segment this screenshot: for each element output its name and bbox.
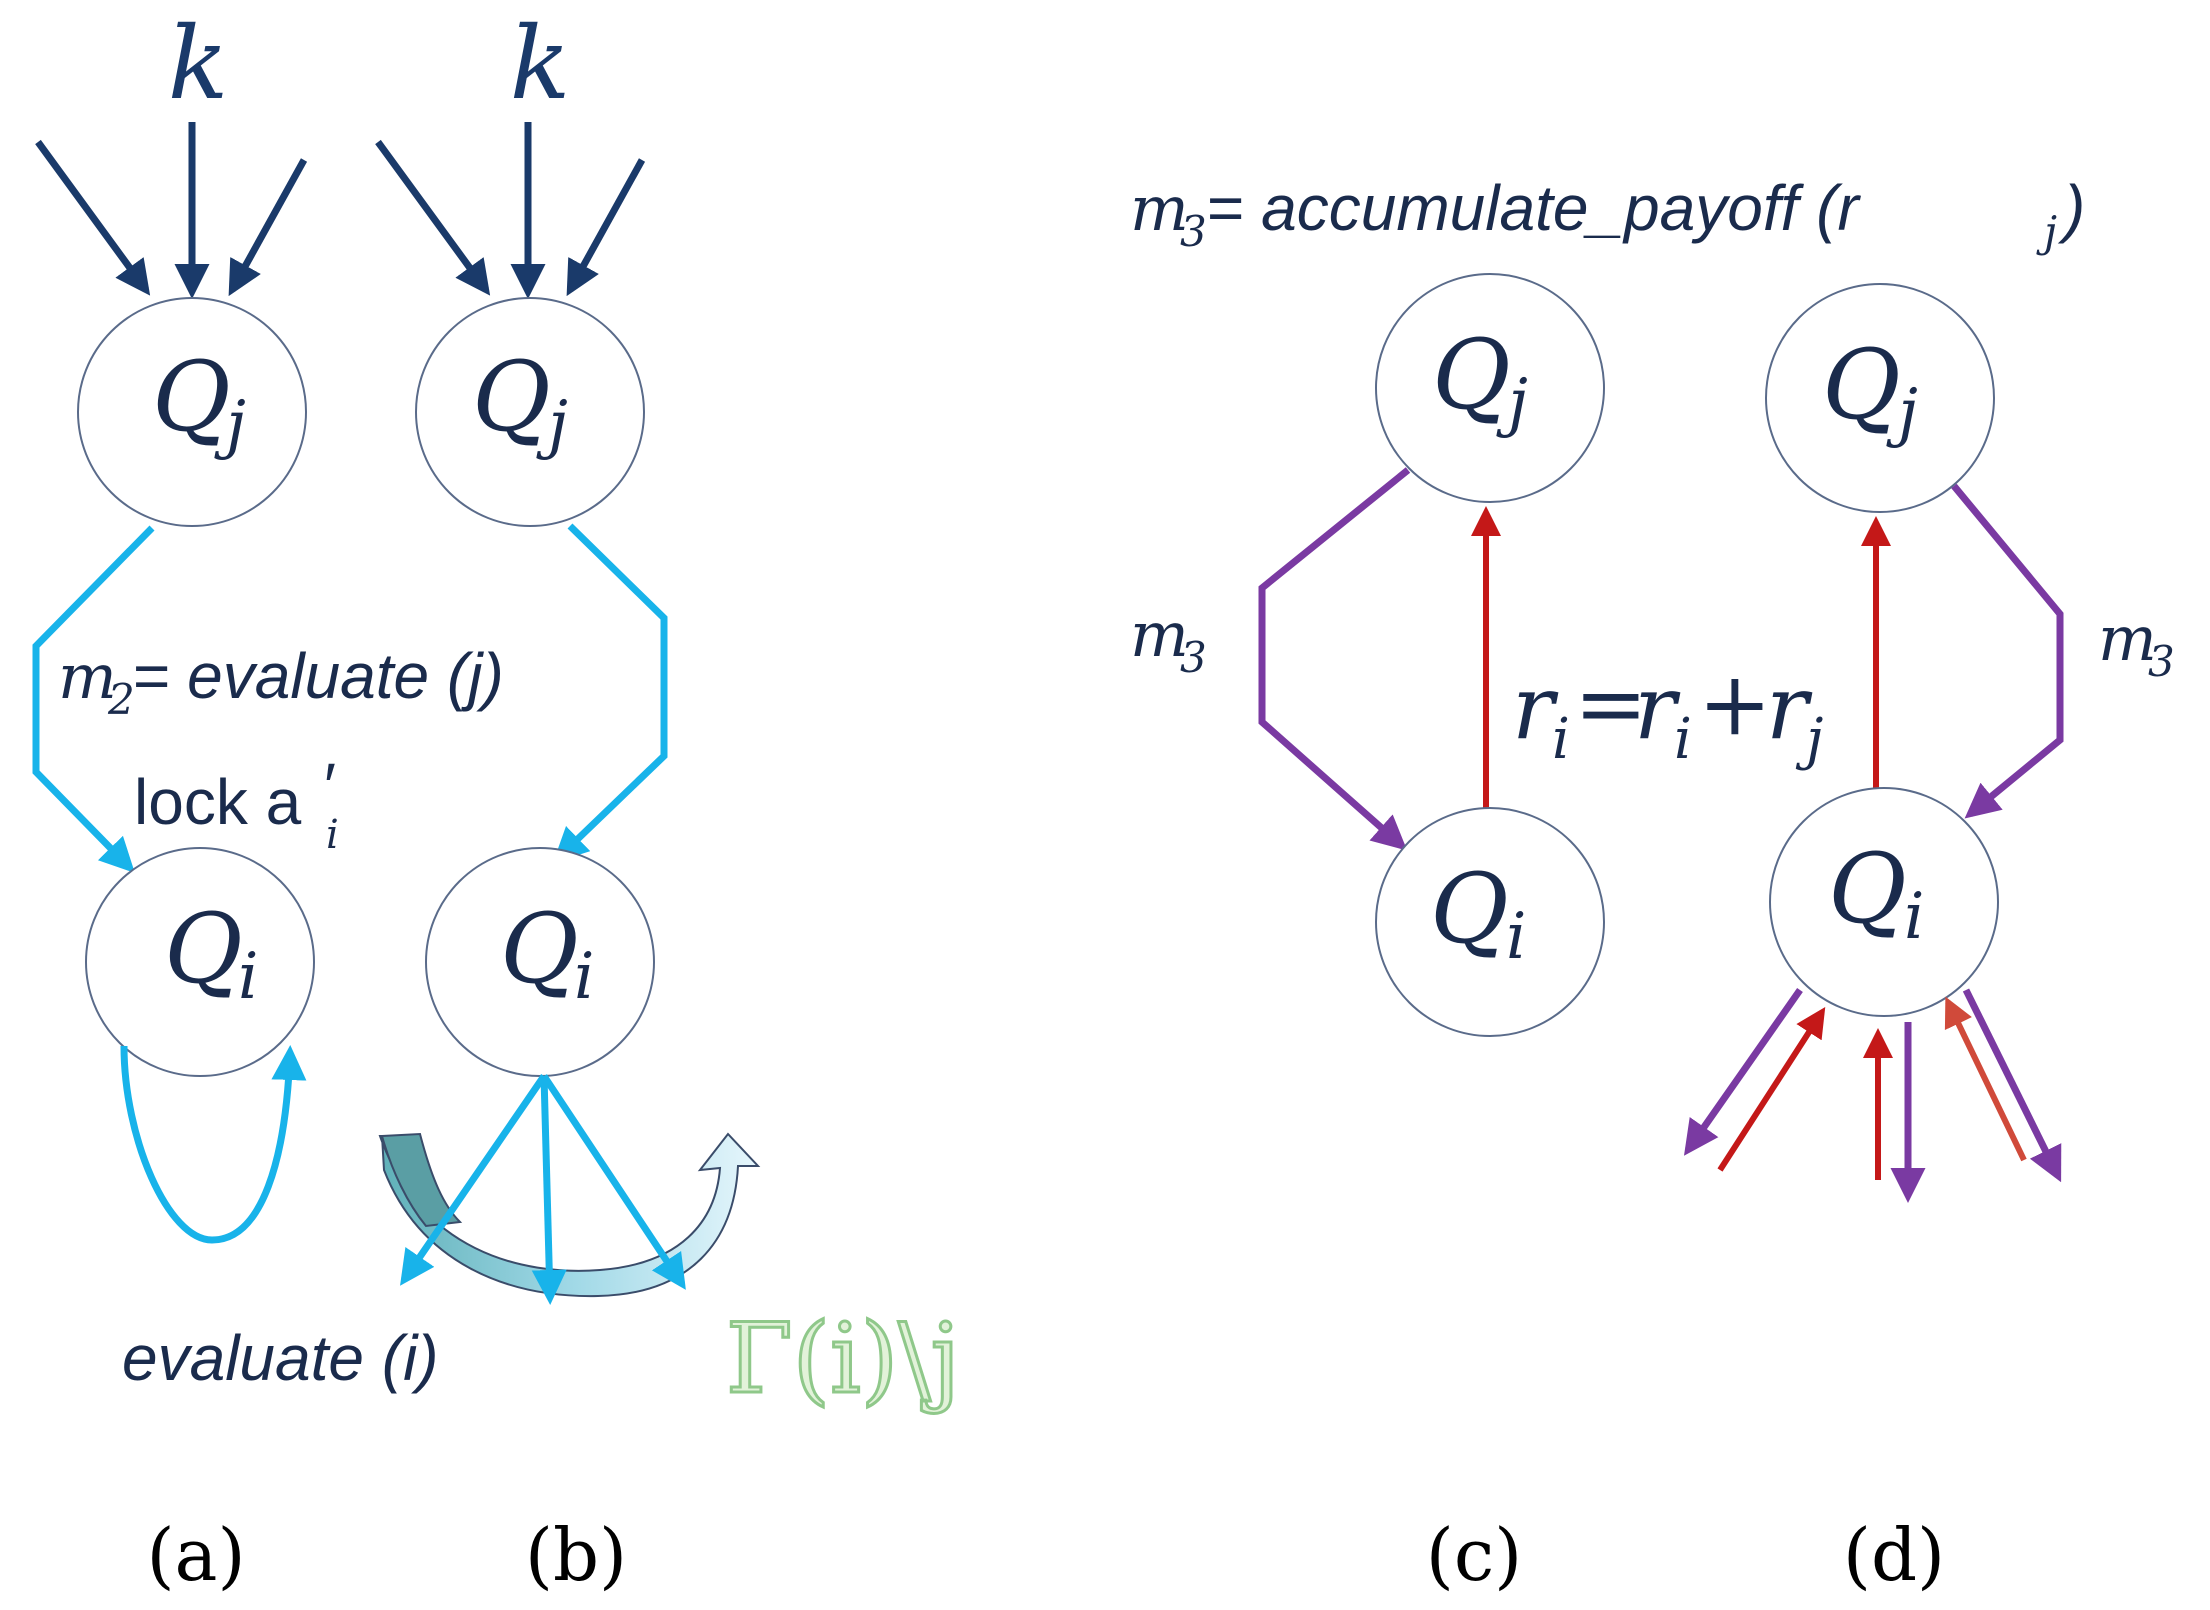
m3-title-r-subscript: j [2036, 207, 2057, 256]
node-qi-b: Q i [425, 847, 655, 1077]
m2-label: m 2 = evaluate (j) [58, 640, 504, 724]
update-r-1: r [1512, 656, 1559, 759]
node-qi-d-subscript: i [1904, 880, 1924, 954]
edge-b-qj-to-qi [552, 523, 668, 863]
m3-edge-label-c: m 3 [1130, 598, 1207, 682]
outgoing-m3-right [1962, 988, 2062, 1183]
m2-text: = evaluate (j) [132, 640, 504, 712]
gamma-label: Γ(i)\j [726, 1303, 960, 1415]
m3-title-subscript: 3 [1180, 207, 1207, 256]
lock-subscript: i [326, 812, 339, 858]
node-qi-b-symbol: Q [500, 893, 579, 1005]
m3-edge-label-d: m 3 [2098, 602, 2175, 686]
node-qj-a-symbol: Q [152, 341, 231, 453]
node-qj-b: Q j [415, 297, 645, 527]
node-qi-a: Q i [85, 847, 315, 1077]
node-qi-d-symbol: Q [1828, 833, 1907, 945]
node-qi-b-subscript: i [574, 940, 594, 1014]
panel-label-d: (d) [1843, 1513, 1945, 1597]
lock-text: lock a [134, 766, 302, 838]
m3-title: m 3 = accumulate_payoff (r j ) [1130, 172, 2085, 256]
node-qi-c: Q i [1375, 807, 1605, 1037]
incoming-arrow-b-left [375, 139, 491, 296]
m2-subscript: 2 [107, 675, 135, 724]
edge-c-m3 [1258, 467, 1411, 851]
m3-edge-d-subscript: 3 [2148, 637, 2175, 686]
incoming-r-left [1717, 1006, 1826, 1172]
m3-edge-d-symbol: m [2098, 602, 2157, 675]
update-r-3: r [1766, 656, 1813, 759]
evaluate-i-label: evaluate (i) [122, 1322, 439, 1394]
node-qj-b-symbol: Q [472, 341, 551, 453]
m3-title-symbol: m [1130, 172, 1189, 245]
update-rule: r i = r i + r j [1512, 652, 1823, 772]
m3-title-text: = accumulate_payoff (r [1206, 172, 1861, 244]
node-qj-d-symbol: Q [1822, 329, 1901, 441]
node-qj-c-symbol: Q [1432, 319, 1511, 431]
panel-a: k Q j m 2 = evaluate (j) lock a ′ i Q i [32, 5, 504, 1244]
self-loop-a [120, 1045, 307, 1244]
incoming-arrow-a-right [228, 158, 308, 297]
panel-label-c: (c) [1426, 1513, 1523, 1597]
node-qj-d: Q j [1765, 283, 1995, 513]
update-r-2: r [1634, 656, 1681, 759]
edge-a-qj-to-qi [32, 525, 155, 874]
panel-c: m 3 = accumulate_payoff (r j ) Q j m 3 Q… [1130, 172, 2085, 1037]
incoming-arrow-a-left [35, 139, 151, 296]
node-qi-a-symbol: Q [164, 893, 243, 1005]
node-qi-a-subscript: i [238, 940, 258, 1014]
update-plus: + [1698, 652, 1772, 755]
lock-prime: ′ [324, 750, 336, 822]
node-qi-c-subscript: i [1506, 900, 1526, 974]
node-qi-d: Q i [1769, 787, 1999, 1017]
lock-label: lock a ′ i [134, 750, 339, 858]
panel-label-b: (b) [525, 1513, 627, 1597]
m3-title-close: ) [2057, 172, 2085, 244]
node-qi-c-symbol: Q [1430, 853, 1509, 965]
update-sub-2: i [1674, 707, 1692, 772]
outgoing-arrow-b-right [541, 1074, 686, 1290]
update-sub-1: i [1552, 707, 1570, 772]
m2-symbol: m [58, 640, 117, 713]
outgoing-arrow-b-center [531, 1075, 567, 1305]
incoming-r-right [1944, 996, 2027, 1162]
panel-d: Q j m 3 Q i [1683, 283, 2175, 1203]
k-label-a: k [168, 5, 229, 122]
m3-edge-c-symbol: m [1130, 598, 1189, 671]
k-label-b: k [510, 5, 571, 122]
edge-d-m3 [1951, 483, 2064, 819]
panel-label-a: (a) [146, 1513, 245, 1597]
node-qj-c: Q j [1375, 273, 1605, 503]
node-qj-a: Q j [77, 297, 307, 527]
panel-b: k Q j Q i evaluate (i) Γ(i)\j [122, 5, 962, 1417]
outgoing-m3-left [1683, 987, 1803, 1156]
outgoing-arrow-b-left [400, 1074, 547, 1286]
update-equals: = [1574, 652, 1648, 755]
incoming-arrow-b-right [566, 158, 646, 297]
m3-edge-c-subscript: 3 [1180, 633, 1207, 682]
